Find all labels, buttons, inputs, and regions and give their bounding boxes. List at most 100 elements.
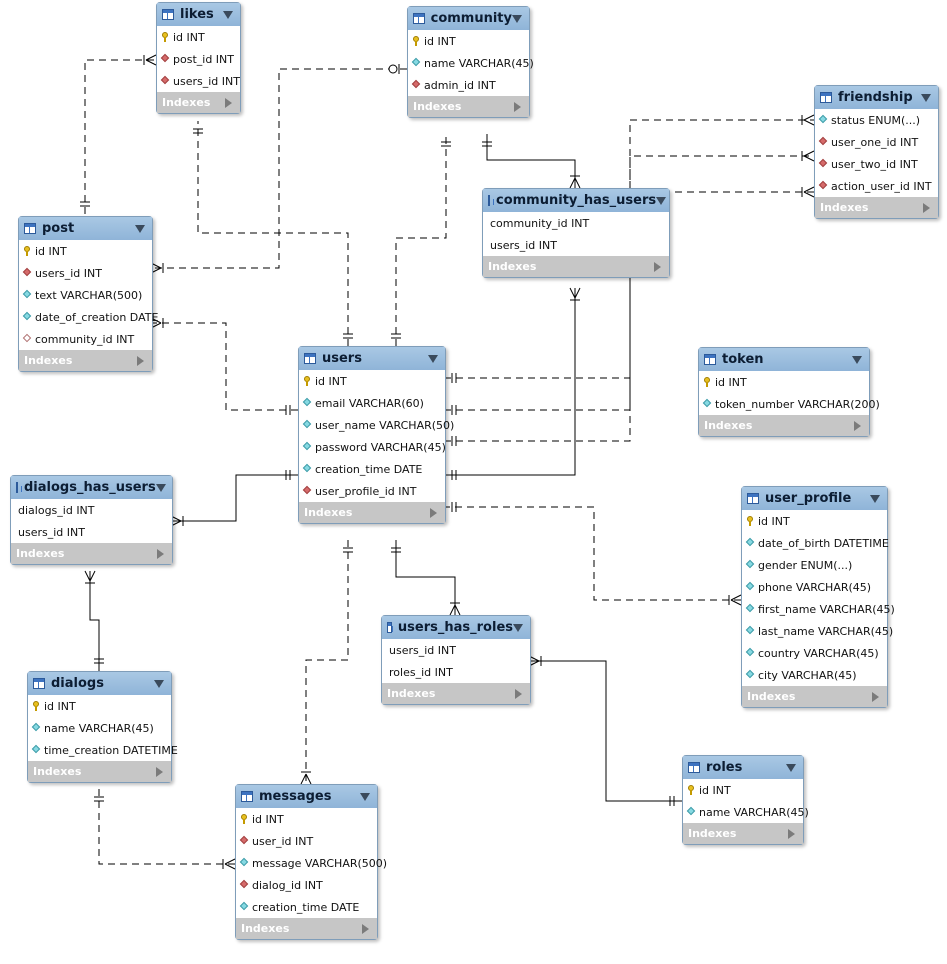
expand-arrow-icon[interactable] bbox=[362, 923, 369, 934]
column-row[interactable]: name VARCHAR(45) bbox=[683, 801, 809, 823]
table-header[interactable]: dialogs_has_users bbox=[11, 476, 172, 499]
indexes-section[interactable]: Indexes bbox=[236, 918, 377, 939]
indexes-section[interactable]: Indexes bbox=[483, 256, 669, 277]
column-row[interactable]: last_name VARCHAR(45) bbox=[742, 620, 893, 642]
table-header[interactable]: users_has_roles bbox=[382, 616, 530, 639]
column-row[interactable]: post_id INT bbox=[157, 48, 240, 70]
column-row[interactable]: date_of_birth DATETIME bbox=[742, 532, 889, 554]
expand-arrow-icon[interactable] bbox=[137, 355, 144, 366]
collapse-caret-icon[interactable] bbox=[223, 10, 233, 19]
column-row[interactable]: token_number VARCHAR(200) bbox=[699, 393, 880, 415]
column-row[interactable]: admin_id INT bbox=[408, 74, 529, 96]
column-row[interactable]: id INT bbox=[236, 808, 377, 830]
table-header[interactable]: token bbox=[699, 348, 869, 371]
table-header[interactable]: community bbox=[408, 7, 529, 30]
collapse-caret-icon[interactable] bbox=[360, 792, 370, 801]
table-header[interactable]: dialogs bbox=[28, 672, 171, 695]
column-row[interactable]: users_id INT bbox=[483, 234, 669, 256]
column-row[interactable]: id INT bbox=[19, 240, 152, 262]
column-row[interactable]: id INT bbox=[742, 510, 887, 532]
column-row[interactable]: city VARCHAR(45) bbox=[742, 664, 887, 686]
column-row[interactable]: id INT bbox=[157, 26, 240, 48]
collapse-caret-icon[interactable] bbox=[852, 355, 862, 364]
indexes-section[interactable]: Indexes bbox=[408, 96, 529, 117]
column-row[interactable]: status ENUM(...) bbox=[815, 109, 938, 131]
column-row[interactable]: creation_time DATE bbox=[299, 458, 445, 480]
column-row[interactable]: creation_time DATE bbox=[236, 896, 377, 918]
collapse-caret-icon[interactable] bbox=[786, 763, 796, 772]
expand-arrow-icon[interactable] bbox=[430, 507, 437, 518]
column-row[interactable]: users_id INT bbox=[157, 70, 240, 92]
column-row[interactable]: text VARCHAR(500) bbox=[19, 284, 152, 306]
column-row[interactable]: email VARCHAR(60) bbox=[299, 392, 445, 414]
column-row[interactable]: user_profile_id INT bbox=[299, 480, 445, 502]
column-row[interactable]: date_of_creation DATE bbox=[19, 306, 158, 328]
collapse-caret-icon[interactable] bbox=[921, 93, 931, 102]
indexes-section[interactable]: Indexes bbox=[19, 350, 152, 371]
column-row[interactable]: name VARCHAR(45) bbox=[408, 52, 534, 74]
column-row[interactable]: password VARCHAR(45) bbox=[299, 436, 446, 458]
expand-arrow-icon[interactable] bbox=[654, 261, 661, 272]
table-header[interactable]: user_profile bbox=[742, 487, 887, 510]
collapse-caret-icon[interactable] bbox=[656, 196, 667, 205]
expand-arrow-icon[interactable] bbox=[225, 97, 232, 108]
table-header[interactable]: roles bbox=[683, 756, 803, 779]
column-row[interactable]: users_id INT bbox=[19, 262, 152, 284]
table-header[interactable]: likes bbox=[157, 3, 240, 26]
column-row[interactable]: id INT bbox=[299, 370, 445, 392]
column-row[interactable]: user_one_id INT bbox=[815, 131, 938, 153]
column-row[interactable]: roles_id INT bbox=[382, 661, 530, 683]
column-row[interactable]: users_id INT bbox=[11, 521, 172, 543]
column-row[interactable]: user_two_id INT bbox=[815, 153, 938, 175]
expand-arrow-icon[interactable] bbox=[156, 766, 163, 777]
table-header[interactable]: users bbox=[299, 347, 445, 370]
column-row[interactable]: community_id INT bbox=[483, 212, 669, 234]
collapse-caret-icon[interactable] bbox=[135, 224, 145, 233]
column-row[interactable]: dialogs_id INT bbox=[11, 499, 172, 521]
collapse-caret-icon[interactable] bbox=[513, 623, 523, 632]
table-header[interactable]: community_has_users bbox=[483, 189, 669, 212]
column-row[interactable]: user_name VARCHAR(50) bbox=[299, 414, 454, 436]
indexes-section[interactable]: Indexes bbox=[699, 415, 869, 436]
column-row[interactable]: time_creation DATETIME bbox=[28, 739, 178, 761]
column-row[interactable]: action_user_id INT bbox=[815, 175, 938, 197]
column-row[interactable]: community_id INT bbox=[19, 328, 152, 350]
column-row[interactable]: id INT bbox=[408, 30, 529, 52]
column-row[interactable]: phone VARCHAR(45) bbox=[742, 576, 887, 598]
collapse-caret-icon[interactable] bbox=[154, 679, 164, 688]
column-row[interactable]: id INT bbox=[683, 779, 803, 801]
expand-arrow-icon[interactable] bbox=[788, 828, 795, 839]
column-row[interactable]: dialog_id INT bbox=[236, 874, 377, 896]
indexes-section[interactable]: Indexes bbox=[28, 761, 171, 782]
indexes-section[interactable]: Indexes bbox=[157, 92, 240, 113]
expand-arrow-icon[interactable] bbox=[923, 202, 930, 213]
column-row[interactable]: first_name VARCHAR(45) bbox=[742, 598, 895, 620]
indexes-section[interactable]: Indexes bbox=[742, 686, 887, 707]
indexes-section[interactable]: Indexes bbox=[382, 683, 530, 704]
expand-arrow-icon[interactable] bbox=[157, 548, 164, 559]
column-row[interactable]: name VARCHAR(45) bbox=[28, 717, 171, 739]
column-row[interactable]: id INT bbox=[28, 695, 171, 717]
column-row[interactable]: id INT bbox=[699, 371, 869, 393]
indexes-section[interactable]: Indexes bbox=[299, 502, 445, 523]
expand-arrow-icon[interactable] bbox=[854, 420, 861, 431]
collapse-caret-icon[interactable] bbox=[428, 354, 438, 363]
expand-arrow-icon[interactable] bbox=[514, 101, 521, 112]
indexes-section[interactable]: Indexes bbox=[815, 197, 938, 218]
column-row[interactable]: country VARCHAR(45) bbox=[742, 642, 887, 664]
expand-arrow-icon[interactable] bbox=[515, 688, 522, 699]
column-row[interactable]: user_id INT bbox=[236, 830, 377, 852]
column-row[interactable]: message VARCHAR(500) bbox=[236, 852, 387, 874]
expand-arrow-icon[interactable] bbox=[872, 691, 879, 702]
